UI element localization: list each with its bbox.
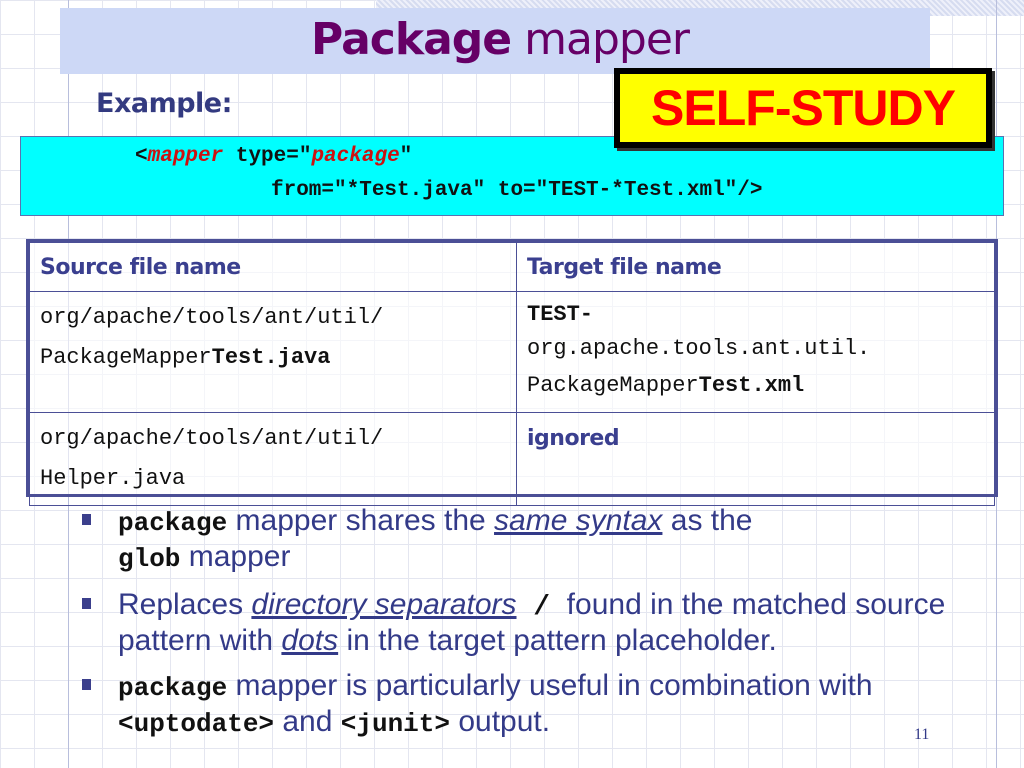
code-line-1: <mapper type="package" [135,145,412,168]
header-target: Target file name [516,242,995,292]
code-keyword: mapper [147,145,224,168]
target-file: PackageMapperTest.xml [527,366,984,406]
target-ignored: ignored [527,426,620,451]
bullet-text: Replaces [118,588,252,621]
mapping-table: Source file name Target file name org/ap… [26,239,998,506]
code-token: type=" [223,145,312,168]
title-bold: Package [311,14,512,65]
target-file-bold: Test.xml [698,373,805,398]
bullet-text: mapper [180,540,291,573]
emphasis-link[interactable]: dots [281,624,339,657]
title-light: mapper [524,14,690,65]
emphasis-link[interactable]: same syntax [494,504,663,537]
code-term: / [533,592,550,623]
emphasis-link[interactable]: directory separators [251,588,517,621]
source-path: org/apache/tools/ant/util/ [40,426,384,451]
bullet-text: in the target pattern placeholder. [338,624,777,657]
target-cell: TEST- org.apache.tools.ant.util. Package… [516,291,995,413]
code-token: < [135,145,148,168]
bullet-text: found in the matched source pattern with [118,588,946,657]
code-term: <uptodate> [118,709,275,739]
source-path: org/apache/tools/ant/util/ [40,305,384,330]
source-file-plain: PackageMapper [40,345,212,370]
bullet-item: Replaces directory separators / found in… [82,588,982,657]
target-prefix: TEST- [527,302,594,327]
page-number: 11 [914,726,930,743]
code-term: package [118,673,228,703]
bullet-text: as the [662,504,753,537]
bullet-item: package mapper shares the same syntax as… [82,504,982,576]
bullet-list: package mapper shares the same syntax as… [82,504,982,753]
target-file-plain: PackageMapper [527,373,699,398]
code-keyword: package [311,145,400,168]
example-label: Example: [96,88,232,119]
table-row: org/apache/tools/ant/util/ Helper.java i… [29,412,995,506]
code-line-2: from="*Test.java" to="TEST-*Test.xml"/> [271,179,763,202]
target-package: org.apache.tools.ant.util. [527,336,871,361]
bullet-text: output. [449,705,551,738]
bullet-square-icon [82,679,91,690]
bullet-text: and [274,705,341,738]
source-file: PackageMapperTest.java [40,338,506,378]
code-term: package [118,508,228,538]
code-token: " [399,145,413,168]
source-file-bold: Test.java [211,345,331,370]
bullet-item: package mapper is particularly useful in… [82,669,982,741]
source-cell: org/apache/tools/ant/util/ Helper.java [29,412,517,506]
title-bar [60,8,930,74]
code-term: <junit> [340,709,450,739]
bullet-square-icon [82,598,91,609]
table-row: org/apache/tools/ant/util/ PackageMapper… [29,291,995,413]
source-cell: org/apache/tools/ant/util/ PackageMapper… [29,291,517,413]
code-term: glob [118,544,181,574]
self-study-badge: SELF-STUDY [614,68,992,148]
bullet-text: mapper is particularly useful in combina… [227,669,873,702]
bullet-text: mapper shares the [227,504,495,537]
bullet-square-icon [82,514,91,525]
slide-title: Package mapper [0,10,1000,70]
header-source: Source file name [29,242,517,292]
source-file: Helper.java [40,466,186,491]
target-cell: ignored [516,412,995,506]
table-header-row: Source file name Target file name [29,242,995,292]
code-example-box: <mapper type="package" from="*Test.java"… [20,136,1004,216]
